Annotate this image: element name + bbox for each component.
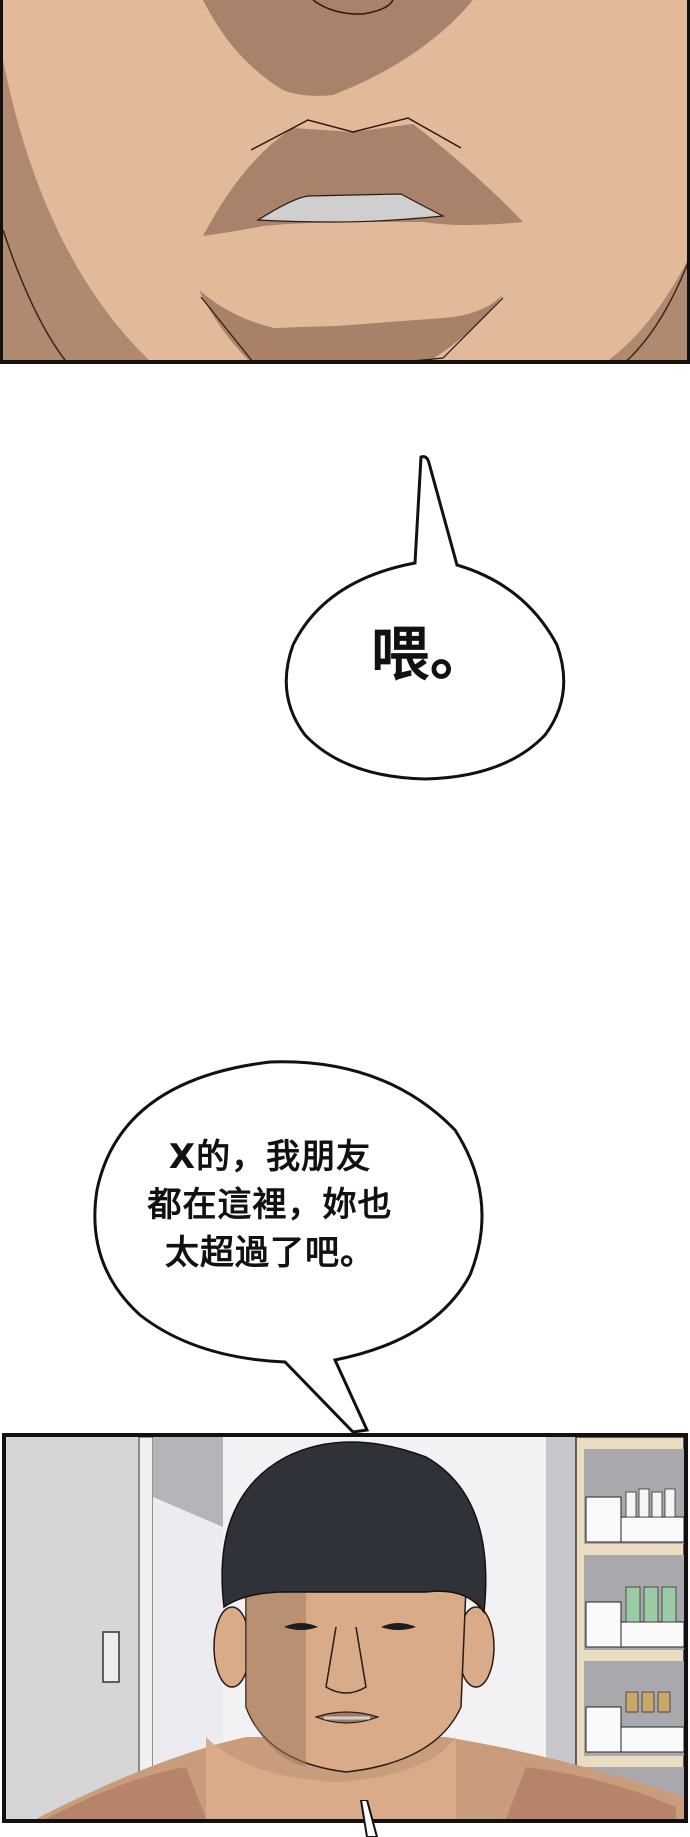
speech-bubble-tail-offpanel — [359, 1800, 379, 1837]
speech-bubble-1 — [284, 455, 566, 781]
bubble-2-line-1: X的，我朋友 — [168, 1137, 372, 1177]
bubble-1-text: 喂。 — [370, 620, 489, 688]
speech-bubble-2 — [93, 1060, 484, 1434]
bubble-2-line-3: 太超過了吧。 — [165, 1233, 375, 1273]
light-switch — [102, 1631, 120, 1683]
bubble-2-text: X的，我朋友 都在這裡，妳也 太超過了吧。 — [110, 1133, 430, 1277]
mouth-closeup-illustration — [3, 0, 687, 360]
panel-man-portrait — [2, 1433, 688, 1823]
bubble-2-line-2: 都在這裡，妳也 — [147, 1185, 393, 1225]
man-portrait-illustration — [6, 1437, 684, 1819]
panel-mouth-closeup — [0, 0, 690, 364]
